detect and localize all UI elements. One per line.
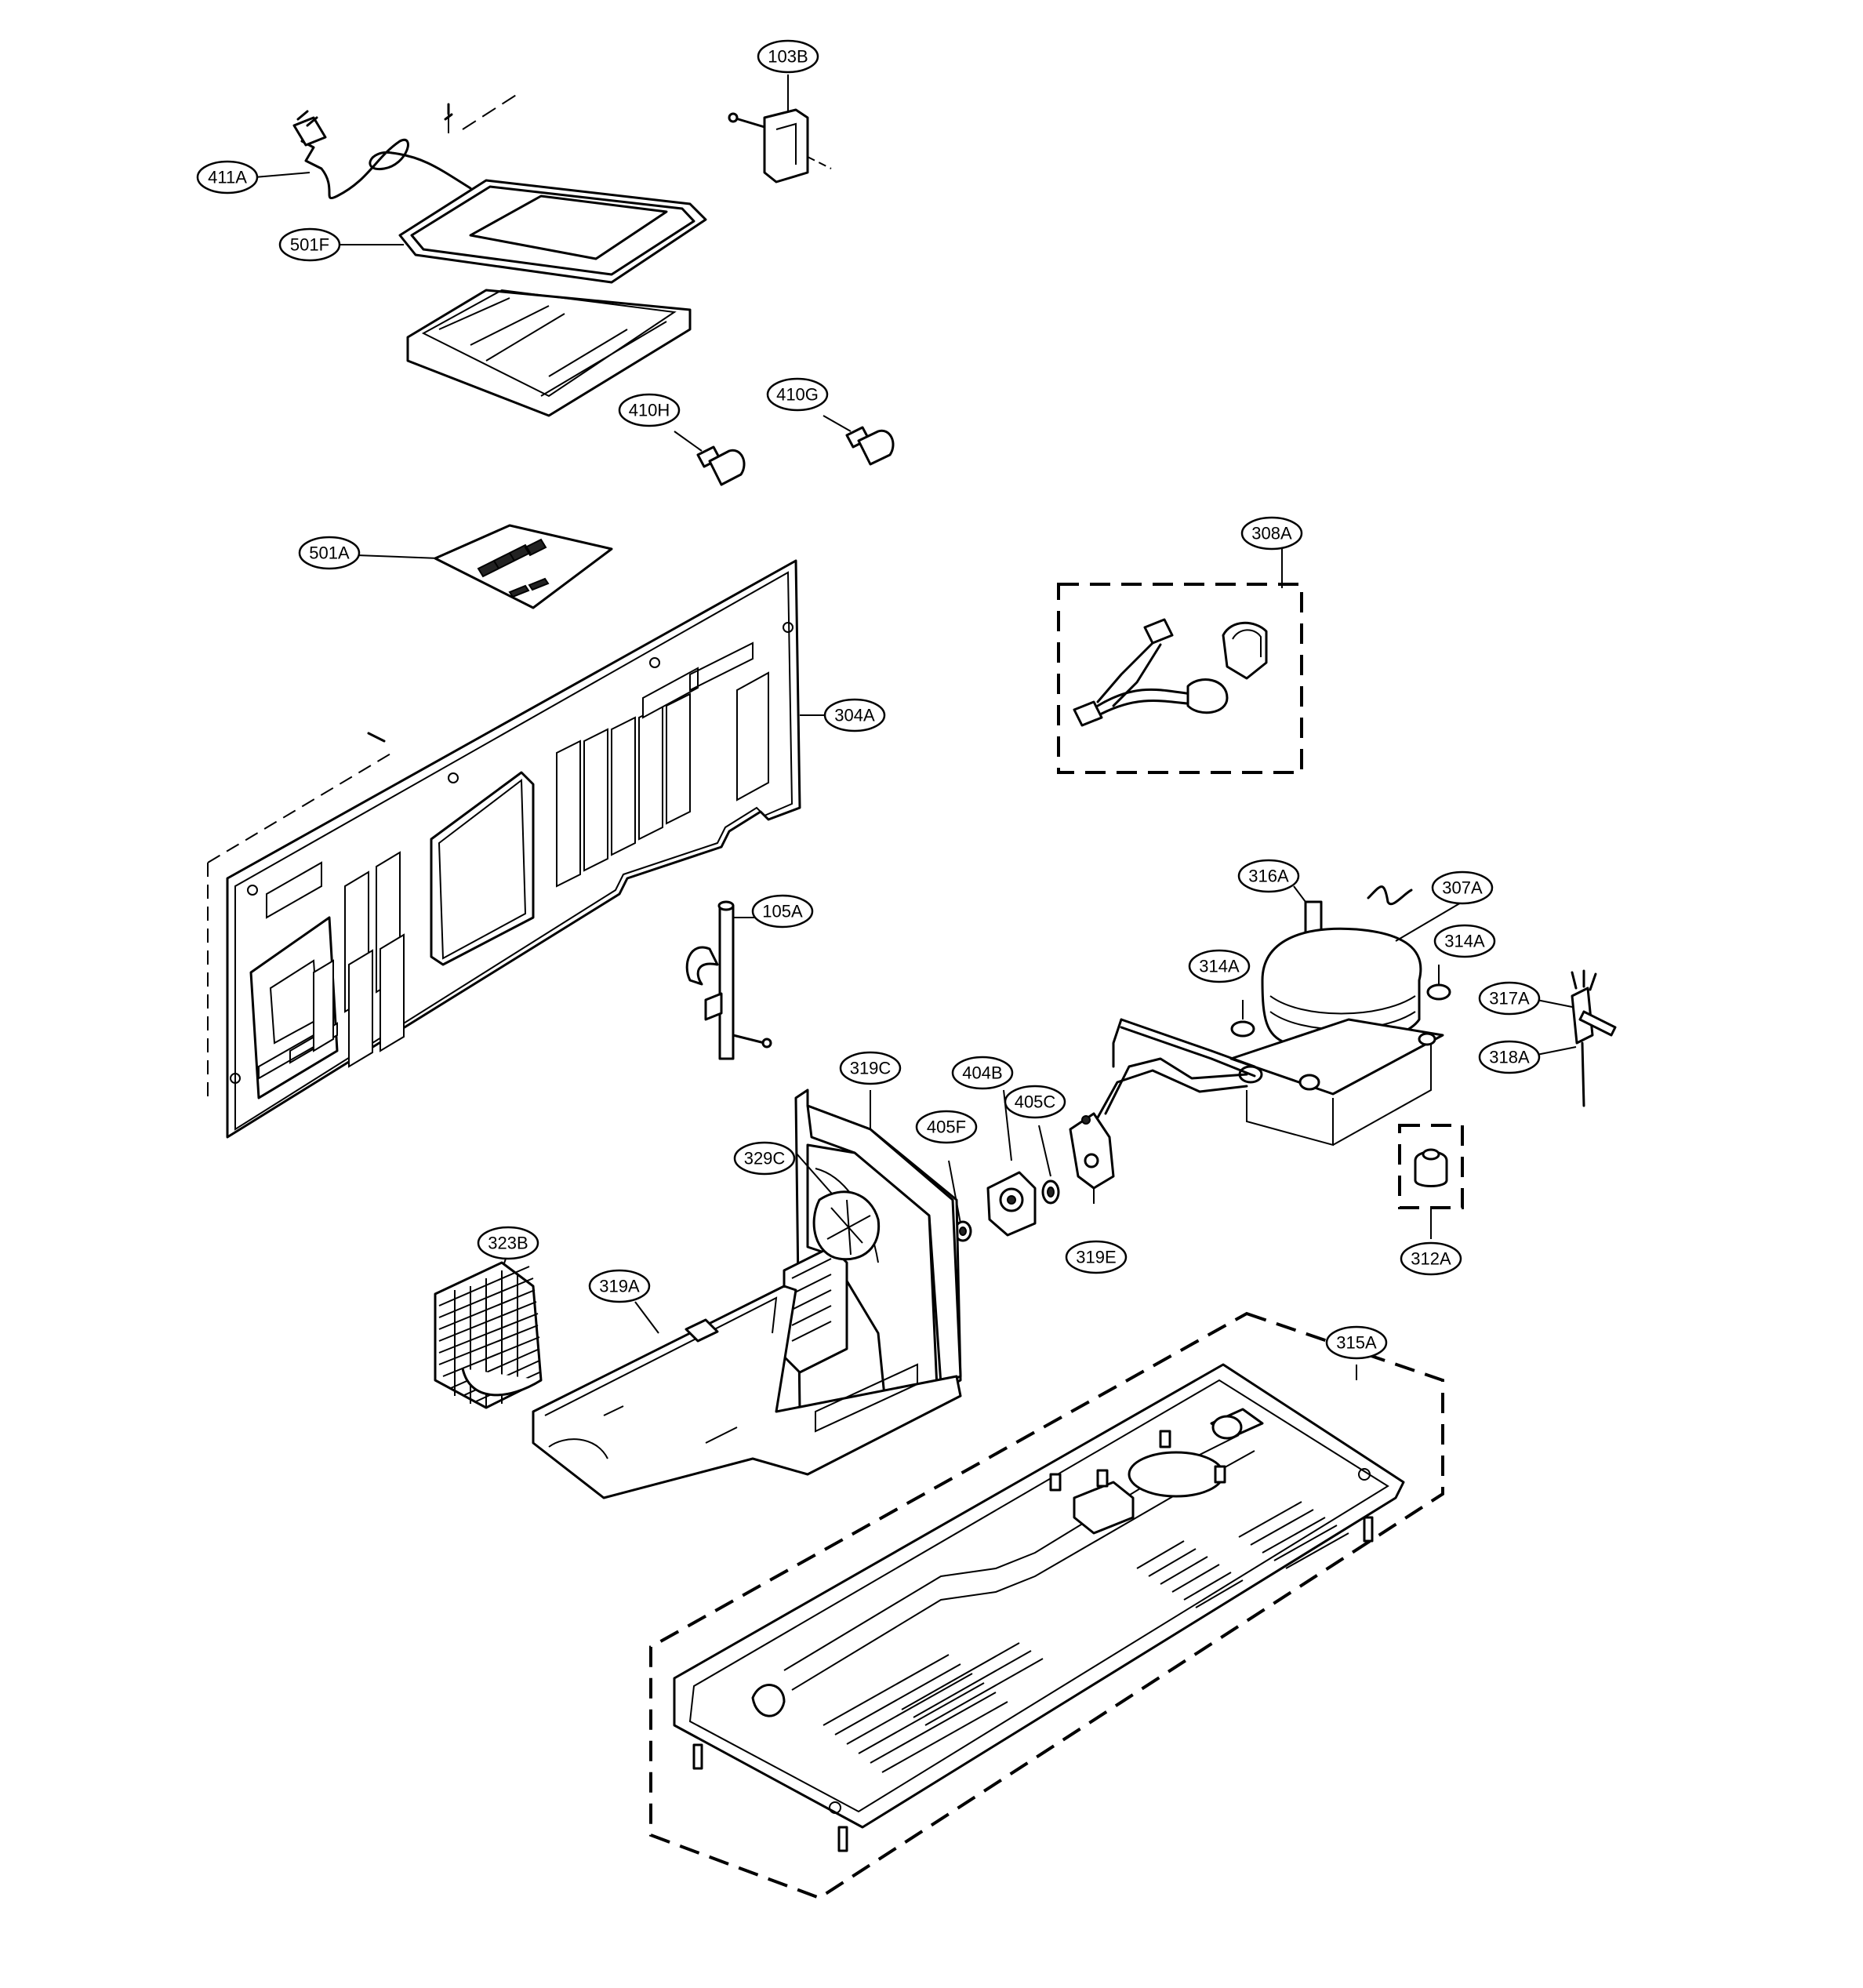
svg-text:314A: 314A [1444, 932, 1485, 951]
callout-404B: 404B [951, 1056, 1014, 1090]
power-cord-411A [292, 110, 472, 200]
pcb-501A [356, 524, 613, 609]
svg-text:329C: 329C [744, 1149, 786, 1168]
callout-323B: 323B [477, 1226, 539, 1260]
svg-text:318A: 318A [1489, 1048, 1530, 1067]
callout-501F: 501F [278, 227, 404, 262]
callout-319A: 319A [588, 1269, 651, 1303]
callout-316A: 316A [1237, 859, 1300, 893]
bracket-103B [728, 75, 832, 184]
svg-text:501A: 501A [309, 543, 350, 563]
callout-307A: 307A [1431, 870, 1494, 905]
svg-text:308A: 308A [1251, 524, 1292, 543]
callout-317A: 317A [1478, 981, 1541, 1016]
condenser-323B [434, 1258, 543, 1409]
callout-319E: 319E [1065, 1240, 1128, 1274]
svg-text:323B: 323B [488, 1234, 528, 1253]
motor-bracket-319E [1069, 1112, 1115, 1204]
svg-text:405C: 405C [1015, 1092, 1056, 1112]
base-plate-315A [649, 1311, 1444, 1900]
control-cover-501F [398, 93, 707, 417]
svg-text:312A: 312A [1411, 1249, 1451, 1269]
svg-text:411A: 411A [208, 168, 247, 187]
callout-105A: 105A [751, 894, 814, 929]
svg-text:405F: 405F [927, 1118, 966, 1137]
callout-308A: 308A [1240, 516, 1303, 551]
callout-319C: 319C [839, 1051, 902, 1085]
svg-text:410G: 410G [776, 385, 819, 405]
washer-405C [1038, 1125, 1060, 1205]
svg-text:317A: 317A [1489, 989, 1530, 1009]
callout-329C: 329C [733, 1141, 796, 1176]
fan-blade-329C [795, 1152, 881, 1261]
callout-411A: 411A [196, 160, 310, 194]
svg-text:105A: 105A [762, 902, 803, 921]
svg-text:319A: 319A [599, 1277, 640, 1296]
svg-text:307A: 307A [1442, 878, 1483, 898]
svg-text:316A: 316A [1248, 867, 1289, 886]
svg-text:314A: 314A [1199, 957, 1240, 976]
svg-text:404B: 404B [962, 1063, 1002, 1083]
svg-text:410H: 410H [629, 401, 670, 420]
svg-text:315A: 315A [1336, 1333, 1377, 1353]
callout-315A: 315A [1325, 1325, 1388, 1360]
callout-314A-left: 314A [1188, 949, 1251, 983]
svg-text:319C: 319C [850, 1059, 892, 1078]
compressor-assembly [1096, 885, 1463, 1147]
callout-103B: 103B [757, 39, 819, 74]
fan-tray-319A [532, 1285, 962, 1499]
sensor-317A-318A [1536, 969, 1617, 1107]
callout-501A: 501A [298, 536, 361, 570]
callout-410G: 410G [766, 377, 829, 412]
callout-304A: 304A [800, 698, 886, 732]
drain-tube-105A [685, 900, 772, 1060]
callout-405F: 405F [915, 1110, 978, 1144]
relay-kit-308A [1057, 549, 1303, 774]
lamp-410G [823, 415, 895, 466]
back-panel-304A [207, 559, 801, 1139]
callout-410H: 410H [618, 393, 681, 427]
panel-vent-slots [258, 641, 769, 1080]
lamp-410H [674, 431, 746, 486]
svg-text:304A: 304A [834, 706, 875, 725]
svg-text:103B: 103B [768, 47, 808, 67]
callout-405C: 405C [1004, 1085, 1066, 1119]
callout-318A: 318A [1478, 1040, 1541, 1074]
svg-text:501F: 501F [290, 235, 329, 255]
callout-314A-right: 314A [1433, 924, 1496, 958]
callout-312A: 312A [1400, 1241, 1462, 1276]
part-box-312A [1398, 1124, 1464, 1239]
svg-text:319E: 319E [1076, 1248, 1116, 1267]
